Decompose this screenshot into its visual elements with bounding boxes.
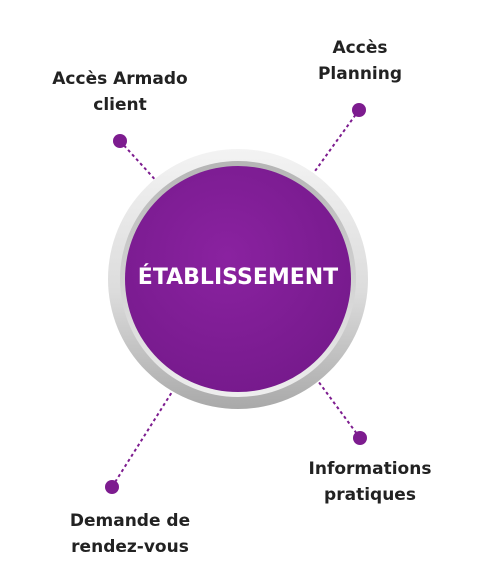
dot-armado [113,134,127,148]
connector-planning [309,109,360,179]
connector-rdv [111,391,173,488]
node-label-line: Informations [308,459,432,479]
node-label-line: rendez-vous [71,537,189,557]
node-acces-planning[interactable]: Accès Planning [280,35,440,87]
node-demande-rendez-vous[interactable]: Demande de rendez-vous [20,508,240,560]
dot-rdv [105,480,119,494]
node-label-line: Planning [317,64,403,84]
center-label: ÉTABLISSEMENT [137,265,339,290]
node-label-line: Demande de [69,511,191,531]
node-acces-armado[interactable]: Accès Armado client [20,66,220,118]
center-circle [125,166,351,392]
dot-info [353,431,367,445]
node-label-line: Accès [332,38,388,58]
node-informations-pratiques[interactable]: Informations pratiques [270,456,470,508]
node-label-line: Accès Armado [52,69,188,89]
node-label-line: client [93,95,147,115]
connector-armado [119,140,161,186]
connector-info [317,380,361,439]
node-label-line: pratiques [324,485,416,505]
dot-planning [352,103,366,117]
